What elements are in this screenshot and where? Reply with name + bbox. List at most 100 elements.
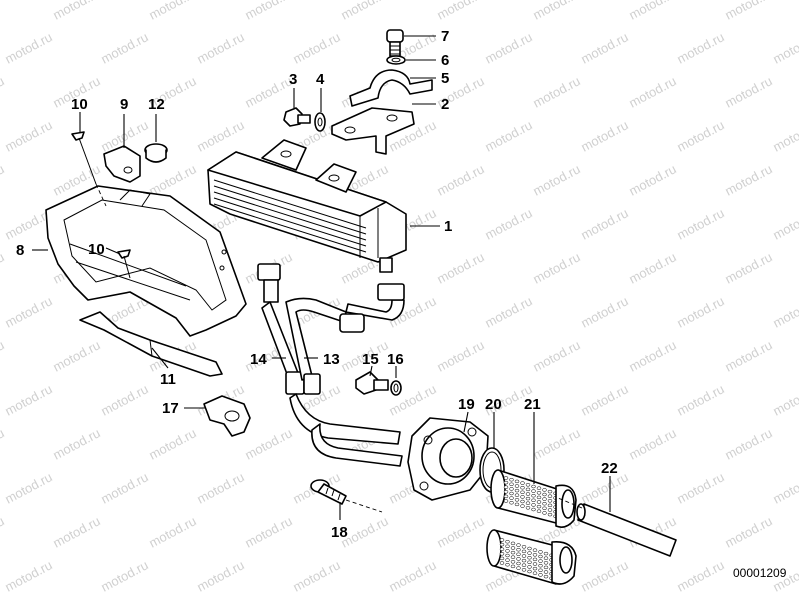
watermark-text: motod.ru [50,337,102,374]
callout-1: 1 [444,218,452,235]
watermark-text: motod.ru [242,0,294,23]
mesh-hole [509,477,514,482]
mesh-hole [525,501,531,505]
watermark-text: motod.ru [2,381,54,418]
part-bolt-15 [355,371,389,395]
callout-12: 12 [148,96,165,113]
watermark-text: motod.ru [674,29,726,66]
mesh-hole [543,561,549,565]
watermark-text: motod.ru [578,29,630,66]
callout-15: 15 [362,351,379,368]
mesh-hole [503,490,509,494]
mesh-hole [547,508,553,512]
part-o-ring-16 [390,380,402,396]
mesh-hole [516,557,521,561]
mesh-hole [509,482,514,487]
mesh-hole [527,560,532,565]
mesh-hole [510,541,516,546]
mesh-hole [532,553,538,557]
mesh-hole [527,551,532,555]
part-bolt-18 [310,479,383,513]
filter-mesh-b [499,538,554,581]
watermark-text: motod.ru [0,425,7,462]
part-filter-21-b [486,529,577,585]
mesh-hole [536,486,542,490]
watermark-text: motod.ru [722,0,774,23]
part-washer-4 [314,112,326,132]
watermark-text: motod.ru [98,469,150,506]
watermark-text: motod.ru [2,293,54,330]
mesh-hole [520,504,525,508]
mesh-hole [503,485,509,489]
callout-22: 22 [601,460,618,477]
mesh-hole [514,479,520,484]
mesh-hole [547,512,553,517]
watermark-text: motod.ru [626,0,678,23]
part-oil-line-13 [285,283,405,395]
watermark-text: motod.ru [194,557,246,594]
mesh-hole [525,506,531,510]
watermark-text: motod.ru [770,205,799,242]
watermark-text: motod.ru [770,293,799,330]
watermark-text: motod.ru [242,425,294,462]
watermark-text: motod.ru [626,73,678,110]
mesh-hole [532,557,538,562]
watermark-text: motod.ru [194,117,246,154]
mesh-hole [536,500,542,504]
mesh-hole [532,571,538,575]
mesh-hole [505,539,510,544]
callout-20: 20 [485,396,502,413]
callout-11: 11 [160,371,176,388]
mesh-hole [520,485,525,490]
leader-lines [32,35,611,520]
part-oil-cooler-1 [207,139,407,273]
watermark-text: motod.ru [578,117,630,154]
mesh-hole [527,565,532,569]
callout-21: 21 [524,396,541,413]
mesh-hole [521,549,527,554]
mesh-hole [543,565,549,570]
callout-6: 6 [441,52,449,69]
callout-18: 18 [331,524,348,541]
mesh-hole [532,566,538,571]
watermark-text: motod.ru [770,117,799,154]
mesh-hole [505,562,510,567]
watermark-text: motod.ru [674,381,726,418]
watermark-text: motod.ru [530,0,582,23]
mesh-hole [538,554,543,559]
watermark-text: motod.ru [674,557,726,594]
mesh-hole [505,553,510,558]
watermark-text: motod.ru [2,29,54,66]
part-cover-8 [45,185,247,337]
mesh-hole [543,570,549,574]
callout-4: 4 [316,71,325,88]
watermark-text: motod.ru [530,337,582,374]
watermark-text: motod.ru [2,469,54,506]
part-flange-19 [407,417,489,501]
mesh-hole [514,488,520,493]
callout-labels: 7 6 5 2 3 4 10 9 12 1 8 10 11 14 13 15 1… [16,28,618,541]
watermark-text: motod.ru [626,425,678,462]
watermark-text: motod.ru [50,513,102,550]
callout-17: 17 [162,400,179,417]
watermark-text: motod.ru [0,73,7,110]
part-bolt-3 [283,107,311,127]
part-oil-line-14 [257,263,403,467]
part-holder-11 [79,311,223,377]
callout-7: 7 [441,28,449,45]
mesh-hole [499,552,505,556]
watermark-text: motod.ru [770,29,799,66]
watermark-text: motod.ru [626,161,678,198]
mesh-hole [509,500,514,505]
mesh-hole [514,502,520,507]
watermark-text: motod.ru [626,337,678,374]
watermark-text: motod.ru [578,557,630,594]
watermark-text: motod.ru [434,0,486,23]
mesh-hole [547,499,553,503]
watermark-text: motod.ru [674,293,726,330]
callout-5: 5 [441,70,449,87]
watermark-text: motod.ru [194,29,246,66]
mesh-hole [499,556,505,561]
mesh-hole [505,549,510,553]
